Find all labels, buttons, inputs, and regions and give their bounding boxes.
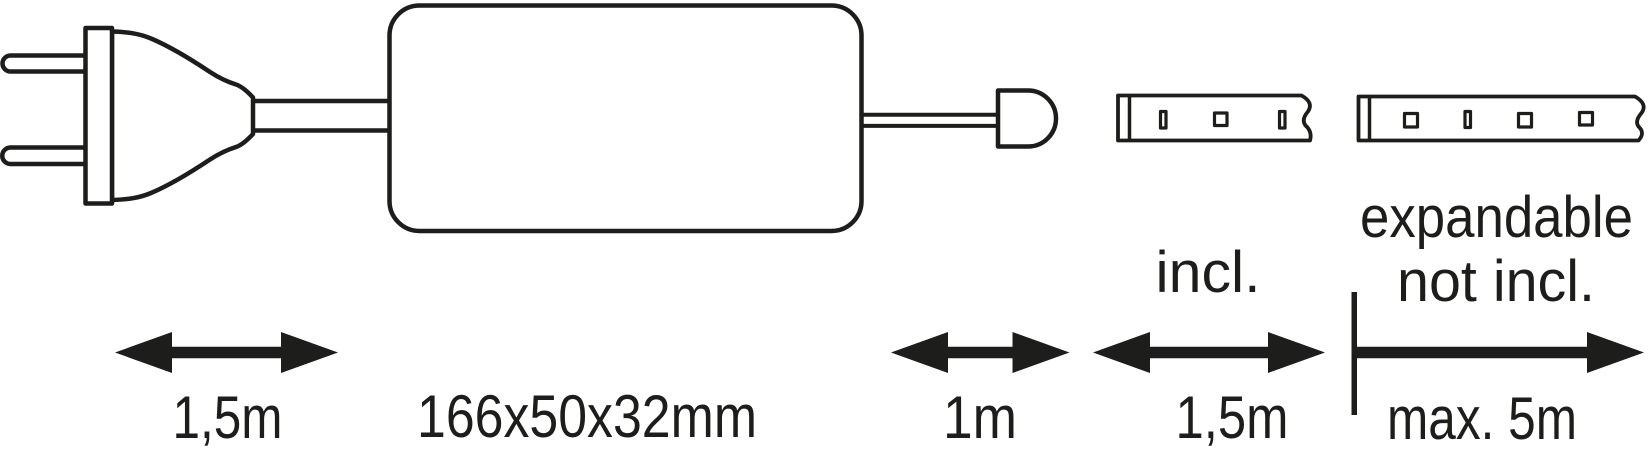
led-strip-outline [1356, 94, 1646, 143]
arrowhead-right-icon [281, 332, 338, 373]
led-icon [1402, 111, 1420, 129]
label-included-note: incl. [1156, 240, 1261, 305]
connector-plug-icon [995, 88, 1059, 149]
arrow-strip-max [1351, 292, 1644, 415]
plug-prong-bottom-icon [0, 145, 90, 167]
led-strip-expandable [1356, 94, 1646, 143]
arrow-shaft [1354, 346, 1591, 359]
arrow-shaft [944, 346, 1017, 359]
plug-prong-top-icon [0, 53, 90, 74]
led-strip-included [1116, 93, 1313, 143]
led-icon [1516, 111, 1534, 129]
diagram-lines [0, 3, 1646, 234]
label-expandable-note-line2: not incl. [1397, 249, 1595, 314]
power-plug-icon [0, 25, 256, 206]
output-cable [860, 112, 999, 128]
arrow-shaft [170, 346, 283, 359]
arrowhead-right-icon [1587, 332, 1644, 373]
arrow-plug-cable [115, 332, 338, 373]
arrowhead-left-icon [891, 332, 948, 373]
arrowhead-right-icon [1268, 332, 1325, 373]
arrow-strip-included [1093, 332, 1325, 373]
arrowhead-left-icon [1093, 332, 1150, 373]
arrowhead-right-icon [1012, 332, 1070, 373]
led-icon [1212, 111, 1229, 128]
arrowhead-left-icon [115, 332, 172, 373]
label-driver-dimensions: 166x50x32mm [417, 383, 757, 450]
arrow-output-cable [891, 332, 1070, 373]
labels: 1,5m 166x50x32mm 1m 1,5m max. 5m incl. e… [173, 185, 1634, 452]
dimension-arrows [115, 292, 1644, 415]
label-output-cable-length: 1m [943, 384, 1017, 451]
led-chip-icon [1463, 109, 1473, 130]
plug-faceplate [83, 25, 115, 206]
arrow-shaft [1146, 346, 1272, 359]
plug-body-icon [109, 29, 256, 203]
label-expandable-note-line1: expandable [1360, 185, 1633, 250]
led-chip-icon [1277, 109, 1287, 130]
led-icon [1577, 110, 1595, 127]
label-strip-included-length: 1,5m [1176, 384, 1289, 451]
label-plug-cable-length: 1,5m [173, 384, 283, 451]
label-strip-max-length: max. 5m [1387, 385, 1577, 452]
led-chip-icon [1158, 109, 1168, 130]
power-supply-box [387, 3, 864, 234]
mains-cable [253, 98, 392, 133]
